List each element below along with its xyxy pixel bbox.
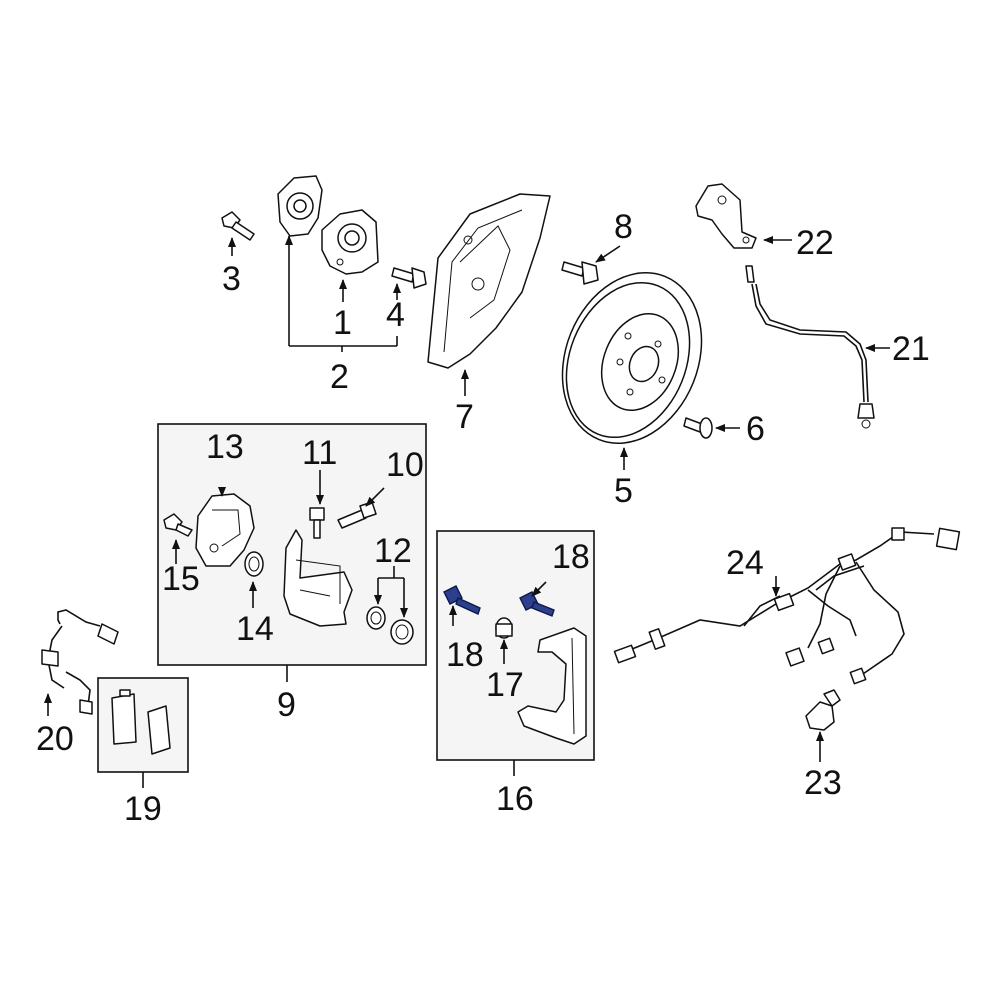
rotor-screw-part[interactable]	[683, 417, 713, 439]
callout-19: 19	[124, 790, 162, 828]
callout-6: 6	[746, 410, 765, 448]
brake-hose-part[interactable]	[745, 265, 875, 429]
callout-11: 11	[302, 434, 337, 472]
callout-18-right: 18	[552, 538, 590, 576]
pad-group-box	[97, 677, 189, 773]
callout-20: 20	[36, 720, 74, 758]
callout-16: 16	[496, 780, 534, 818]
leader-lines	[44, 235, 890, 788]
guide-bolt-left-part[interactable]	[443, 585, 481, 615]
shield-bolt-part[interactable]	[391, 267, 427, 289]
callout-18: 18	[446, 636, 484, 674]
callout-24: 24	[726, 544, 764, 582]
callout-4: 4	[386, 296, 405, 334]
hub-bolt-part[interactable]	[221, 211, 255, 241]
callout-15: 15	[162, 560, 200, 598]
callout-labels: 1 2 3 4 5 6 7 8 9 10 11 12 13 14 15 16 1…	[36, 208, 930, 828]
brake-pad-inner-part[interactable]	[111, 689, 137, 745]
caliper-bolt-part[interactable]	[163, 513, 193, 537]
abs-wire-harness-part[interactable]	[613, 527, 961, 685]
carrier-bushing-part[interactable]	[495, 617, 513, 639]
callout-13: 13	[206, 428, 244, 466]
callout-23: 23	[804, 764, 842, 802]
callout-10: 10	[386, 446, 424, 484]
callout-12: 12	[374, 532, 412, 570]
caliper-carrier-part[interactable]	[517, 627, 587, 745]
caliper-body-part[interactable]	[283, 529, 353, 627]
callout-8: 8	[614, 208, 633, 246]
callout-22: 22	[796, 224, 834, 262]
piston-boot-part[interactable]	[390, 619, 414, 645]
hose-bracket-part[interactable]	[695, 183, 757, 249]
pad-wear-sensor-part[interactable]	[41, 609, 119, 715]
hub-flange-part[interactable]	[277, 175, 323, 237]
abs-sensor-part[interactable]	[805, 689, 841, 731]
seal-ring-part[interactable]	[244, 551, 264, 577]
guide-pin-part[interactable]	[309, 507, 325, 539]
callout-1: 1	[333, 304, 352, 342]
callout-3: 3	[222, 260, 241, 298]
splash-shield-part[interactable]	[427, 193, 551, 369]
callout-2: 2	[330, 358, 349, 396]
callout-9: 9	[277, 686, 296, 724]
callout-5: 5	[614, 472, 633, 510]
callout-7: 7	[455, 398, 474, 436]
callout-21: 21	[892, 330, 930, 368]
piston-seal-part[interactable]	[366, 606, 386, 630]
rotor-bolt-part[interactable]	[561, 261, 599, 285]
callout-17: 17	[486, 666, 524, 704]
brake-rotor-part[interactable]	[538, 252, 726, 465]
hub-bearing-part[interactable]	[321, 209, 379, 275]
callout-14: 14	[236, 610, 274, 648]
brake-pad-outer-part[interactable]	[147, 705, 171, 755]
